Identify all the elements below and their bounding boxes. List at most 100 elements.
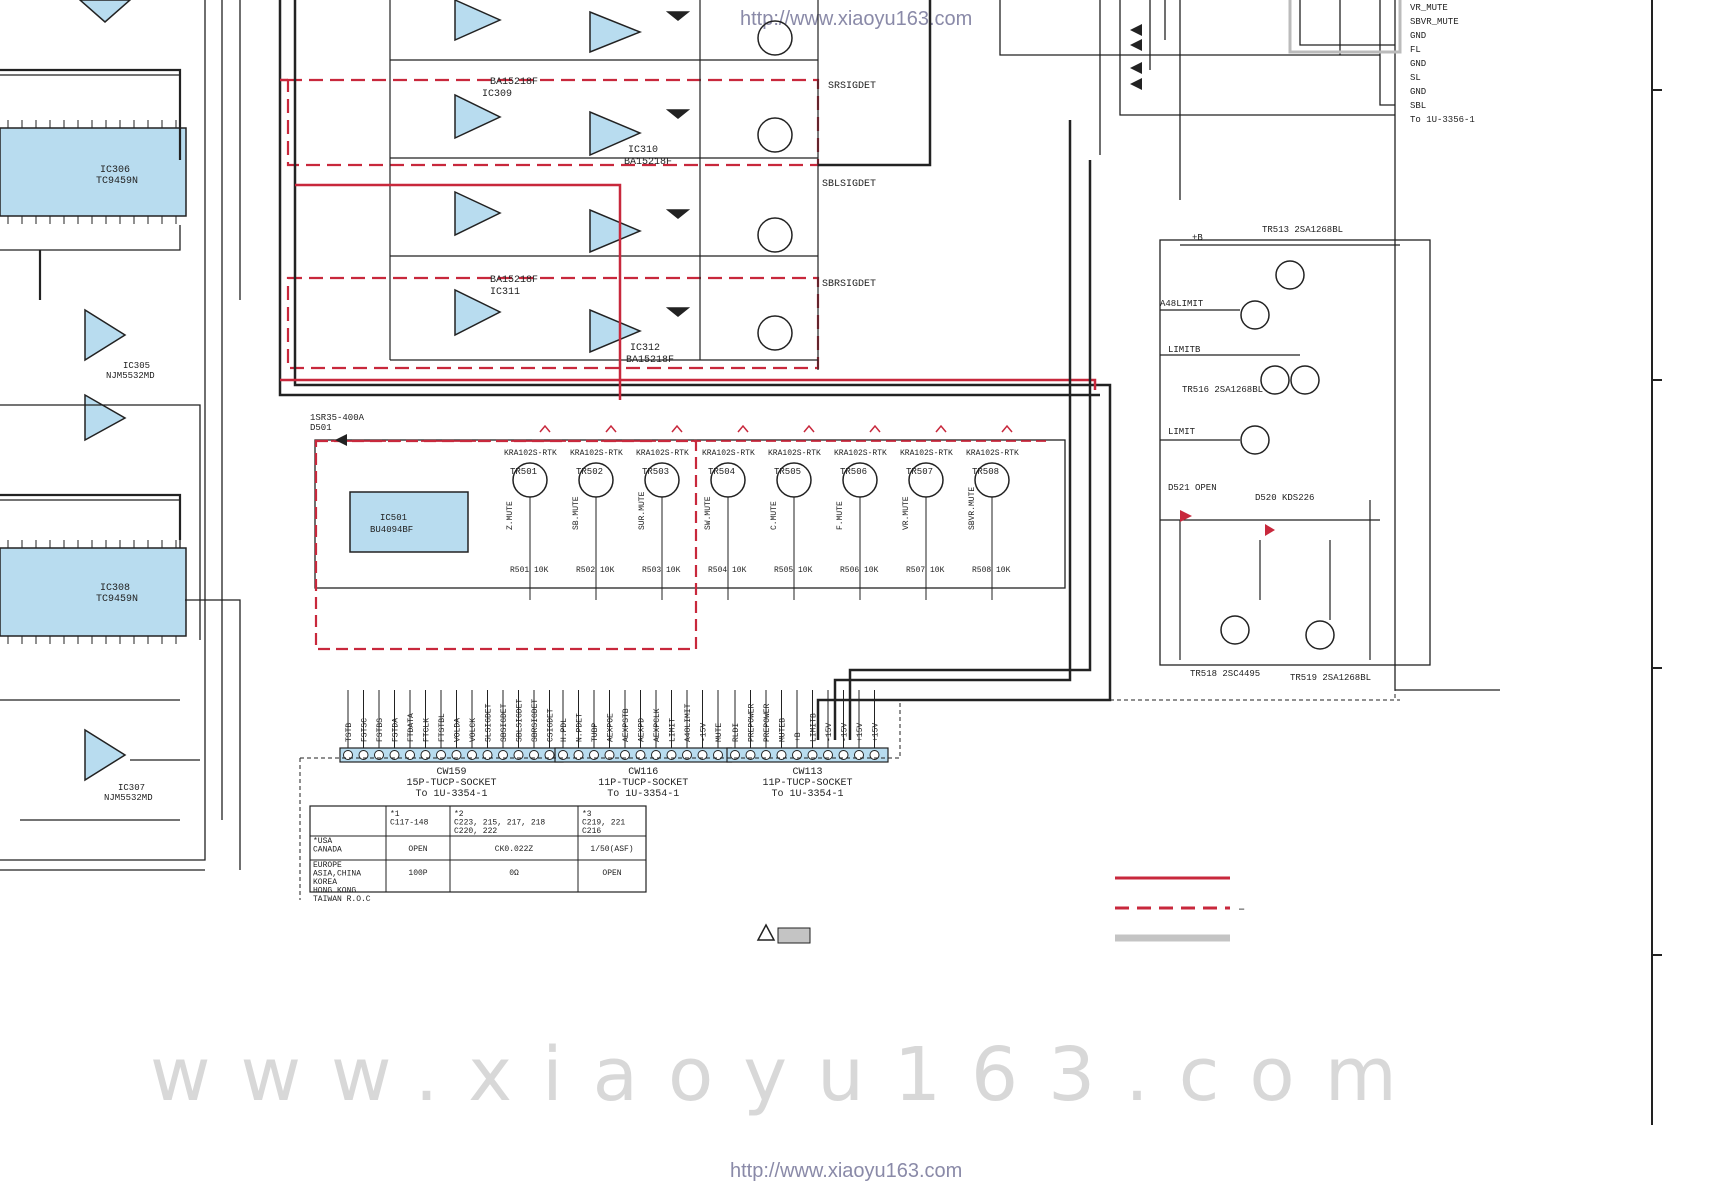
transistor-ref-label: TR504 [708,467,735,477]
upper-pin-label: GND [1410,87,1426,97]
ic307-ref: IC307 [118,783,145,793]
legend: – [1115,876,1245,942]
ic307-part: NJM5532MD [104,793,153,803]
connector-pin-label: TUBP [591,723,600,742]
watermark-big: www.xiaoyu163.com [150,1032,1427,1118]
transistor-part-label: KRA102S-RTK [570,449,623,458]
options-table-value: 100P [408,869,427,878]
upper-right: VR_MUTE SBVR_MUTE GND FL GND SL GND SBL … [999,0,1500,691]
channel-transistors [665,11,793,351]
ic312-ref: IC312 [630,343,660,354]
connector-pin-label: SBRSIGDET [531,699,540,742]
ic310-part: BA15218F [624,157,672,168]
transistor-red-arrow [539,424,551,433]
tr516-label: TR516 2SA1268BL [1182,385,1263,395]
connector-pin [635,750,646,760]
transistor-red-arrow [935,424,947,433]
connector-pin-label: FSTDA [392,718,401,742]
limit-block: +B A48LIMIT LIMITB LIMIT TR513 2SA1268BL… [1159,225,1431,683]
upper-pin-label: SBL [1410,101,1426,111]
upper-pin-label: GND [1410,59,1426,69]
left-wiring [0,0,241,871]
connector-pin [666,750,677,760]
connector-pin [451,750,462,760]
transistor-resistor-label: R504 10K [708,566,747,575]
transistor-mute-label: SB.MUTE [572,496,581,530]
connector-name: CW159 [436,767,466,778]
connector-pin-label: AEXPSTB [622,708,631,742]
limit-diodes [1180,510,1275,536]
connector-pin-label: +15V [872,723,881,742]
options-table-value: 1/50(ASF) [590,845,633,854]
options-table-value: OPEN [408,845,427,854]
connector-pin [838,750,849,760]
options-table-region: ASIA,CHINA [313,870,361,879]
connector-pin-label: N.PDET [576,713,585,742]
connector-pin [823,750,833,760]
left-ic-pins [7,120,177,644]
connector-pin [620,750,630,760]
connector-pin [730,750,740,760]
transistor-mute-label: SW.MUTE [704,496,713,530]
upper-connector-pins: VR_MUTE SBVR_MUTE GND FL GND SL GND SBL [1410,3,1459,111]
d520-label: D520 KDS226 [1255,493,1314,503]
ic308-part: TC9459N [96,594,138,605]
connector-pin [589,750,599,760]
transistor-resistor-label: R506 10K [840,566,879,575]
connector-pin [682,750,692,760]
connector-pin-label: CSIGDET [547,708,556,742]
options-table-header: *2 [454,810,464,819]
watermark-url-top: http://www.xiaoyu163.com [740,8,973,30]
connector-pin-label: PREPOWER [748,703,757,742]
transistor-row: 1SR35-400A D501 IC501 BU4094BF KRA102S-R… [310,413,1066,651]
connector-pin-label: +15V [856,723,865,742]
transistor-ref-label: TR508 [972,467,999,477]
transistor-part-label: KRA102S-RTK [966,449,1019,458]
connector-destination: To 1U-3354-1 [607,789,679,800]
connector-pin [807,750,818,760]
watermark-url-bottom: http://www.xiaoyu163.com [730,1160,963,1182]
connector-pin [761,750,771,760]
connector-pin [604,750,615,760]
transistor-ref-label: TR502 [576,467,603,477]
transistor-mute-label: SBVR.MUTE [968,487,977,530]
upper-pin-label: VR_MUTE [1410,3,1448,13]
ic310-ref: IC310 [628,145,658,156]
transistor-red-arrow [1001,424,1013,433]
connector-pin [498,750,508,760]
transistor-ref-label: TR501 [510,467,537,477]
connector-pin [573,750,584,760]
upper-pin-label: GND [1410,31,1426,41]
transistor-mute-label: F.MUTE [836,501,845,530]
page-ticks [1652,89,1662,956]
left-opamps [78,0,132,782]
connector-pin-label: LIMIT [669,718,678,742]
upper-pin-label: FL [1410,45,1421,55]
limit-wiring [1160,244,1400,660]
connector-name: CW116 [628,767,658,778]
transistor-resistor-label: R508 10K [972,566,1011,575]
options-table-value: 0Ω [509,869,519,878]
transistor-part-label: KRA102S-RTK [768,449,821,458]
options-table-region: TAIWAN R.O.C [313,895,371,904]
net-a48limit: A48LIMIT [1160,299,1204,309]
options-table-header: C220, 222 [454,827,497,836]
connector-pin [529,750,539,760]
transistor-red-arrow [671,424,683,433]
transistor-resistor-label: R507 10K [906,566,945,575]
caution-swatch [777,927,811,944]
connector-pin-label: SLSIGDET [485,703,494,742]
connector-pin [436,750,446,760]
connector-pin [374,750,384,760]
transistor-mute-label: Z.MUTE [506,501,515,530]
transistor-part-label: KRA102S-RTK [636,449,689,458]
transistor-red-arrow [869,424,881,433]
d521-label: D521 OPEN [1168,483,1217,493]
connector-pin-label: VOLDA [454,718,463,742]
connector-pin-label: A48LIMIT [684,703,693,742]
ic308-body [0,547,187,637]
net-plus-b: +B [1192,233,1203,243]
